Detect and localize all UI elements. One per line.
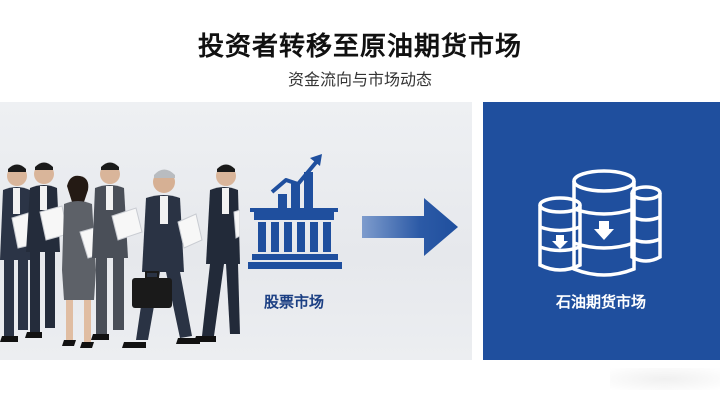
page-subtitle: 资金流向与市场动态 xyxy=(287,70,432,89)
person-figure xyxy=(62,175,117,348)
decorative-shadow xyxy=(610,368,720,390)
person-figure xyxy=(91,162,143,340)
oil-barrels-icon xyxy=(538,169,662,277)
stock-market-building-icon xyxy=(248,154,342,269)
person-figure xyxy=(122,169,203,348)
person-figure xyxy=(25,162,69,338)
stock-market-label: 股票市场 xyxy=(263,293,324,311)
business-people-illustration xyxy=(0,162,240,348)
page-title: 投资者转移至原油期货市场 xyxy=(197,32,522,62)
person-figure xyxy=(194,164,240,342)
arrow-right-icon xyxy=(362,198,458,256)
oil-futures-market-label: 石油期货市场 xyxy=(555,293,646,311)
